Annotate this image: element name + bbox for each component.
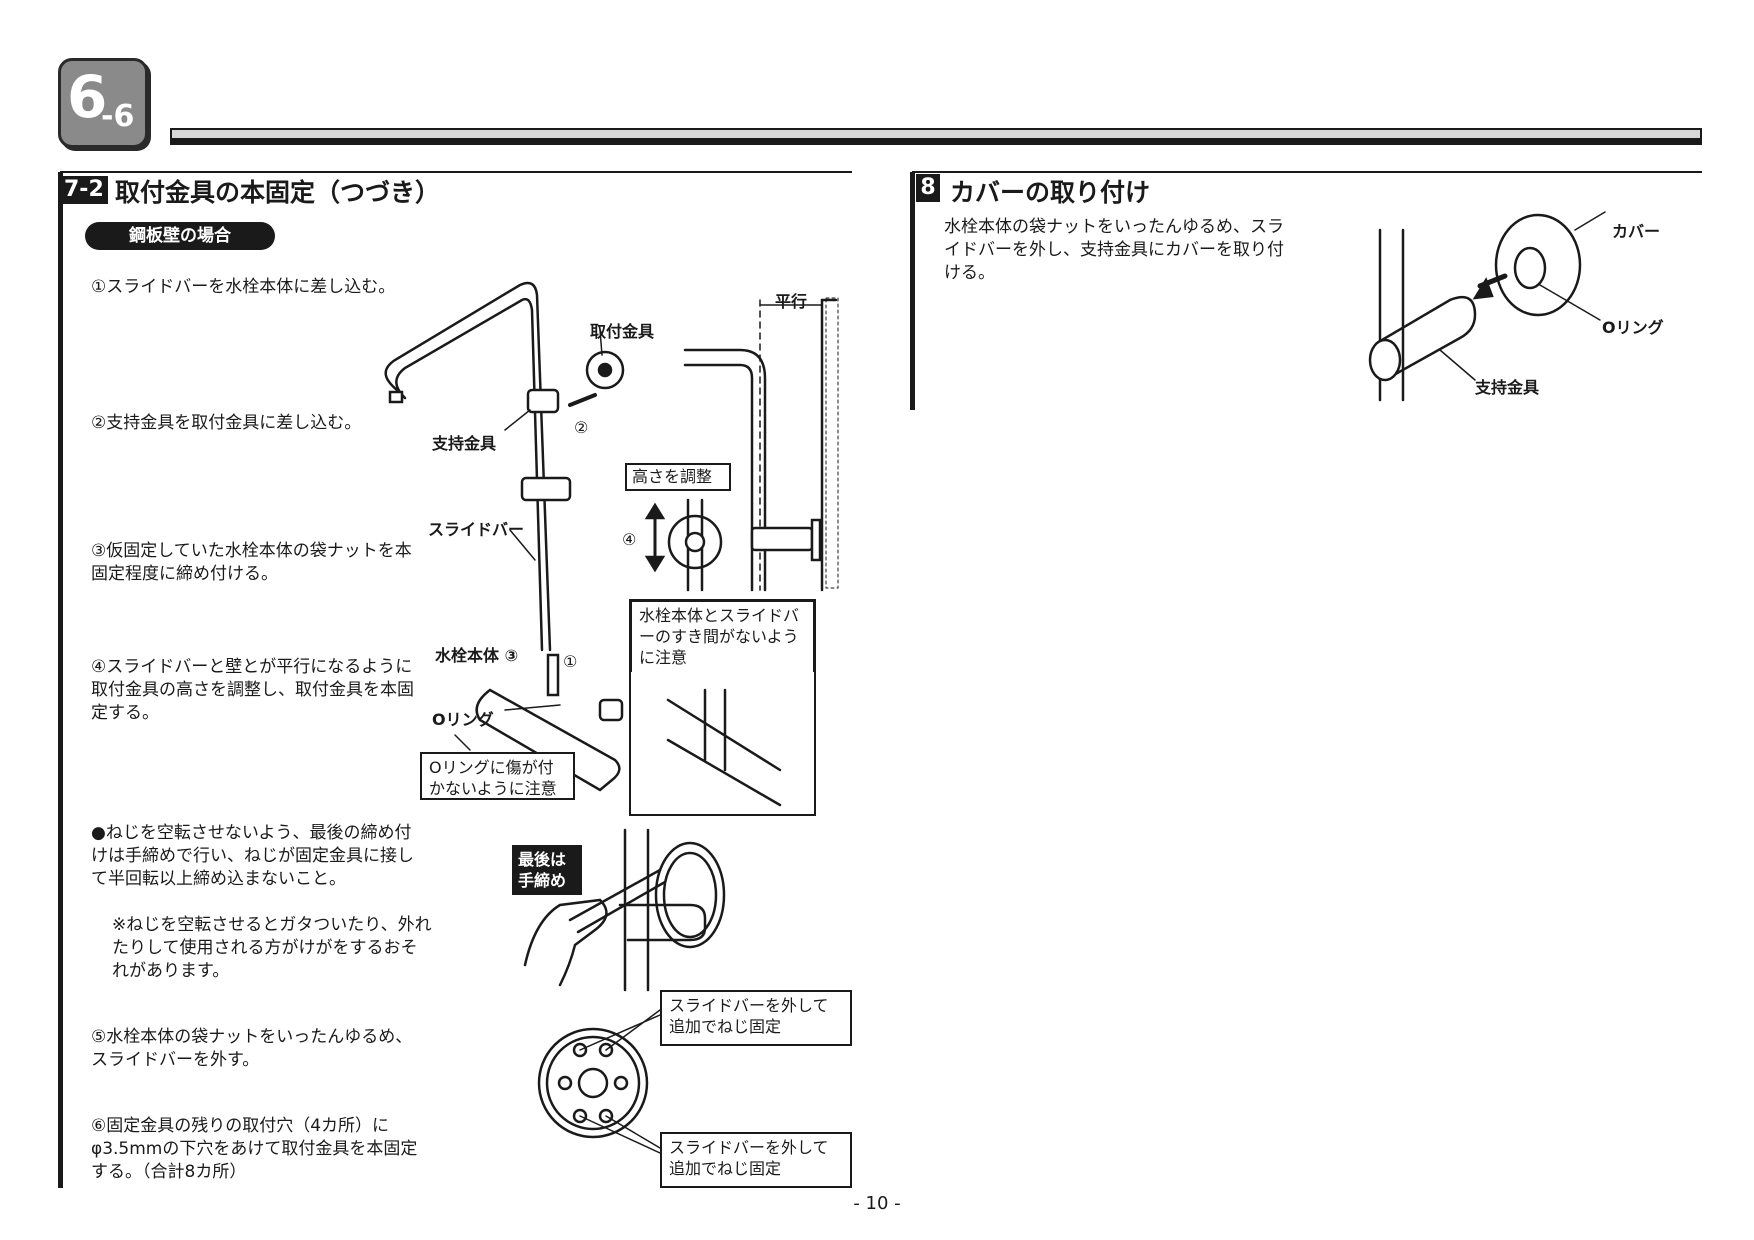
- label-cover: カバー: [1612, 222, 1661, 241]
- shower-rail-drawing: [384, 281, 625, 792]
- label-mount-bracket: 取付金具: [590, 322, 655, 341]
- gap-warning-box: 水栓本体とスライドバーのすき間がないように注意: [630, 600, 815, 672]
- right-title: カバーの取り付け: [950, 178, 1151, 207]
- label-right-support: 支持金具: [1475, 378, 1540, 397]
- label-faucet-body: 水栓本体 ③: [435, 646, 519, 665]
- step-4: ④スライドバーと壁とが平行になるように取付金具の高さを調整し、取付金具を本固定す…: [91, 657, 414, 723]
- right-body: 水栓本体の袋ナットをいったんゆるめ、スライドバーを外し、支持金具にカバーを取り付…: [944, 217, 1284, 283]
- step-5: ⑤水栓本体の袋ナットをいったんゆるめ、スライドバーを外す。: [91, 1027, 413, 1070]
- callout-2: ②: [574, 418, 589, 437]
- oring-warning-box: Oリングに傷が付かないように注意: [420, 752, 575, 800]
- label-slidebar: スライドバー: [428, 520, 525, 539]
- right-column-rule: [910, 172, 915, 410]
- step-6: ⑥固定金具の残りの取付穴（4カ所）にφ3.5mmの下穴をあけて取付金具を本固定す…: [91, 1116, 418, 1182]
- left-column-rule: [58, 172, 63, 1188]
- label-right-oring: Oリング: [1602, 318, 1664, 337]
- hand-tightening-drawing: [523, 828, 726, 992]
- height-adjust-box: 高さを調整: [625, 463, 731, 491]
- hand-tighten-label: 最後は手締め: [512, 845, 582, 895]
- cover-drawing: [1368, 211, 1606, 402]
- callout-1: ①: [563, 652, 578, 671]
- header-bar: [170, 128, 1702, 140]
- left-title: 取付金具の本固定（つづき）: [115, 178, 441, 207]
- step-number-8: 8: [916, 174, 940, 202]
- label-support-bracket: 支持金具: [432, 434, 497, 453]
- section-main-number: 6: [67, 63, 108, 131]
- note-sub: ※ねじを空転させるとガタついたり、外れたりして使用される方がけがをするおそれがあ…: [112, 915, 432, 981]
- subheading-steel-wall: 鋼板壁の場合: [85, 222, 275, 250]
- step-2: ②支持金具を取付金具に差し込む。: [91, 413, 362, 433]
- left-header-rule: [60, 171, 852, 173]
- section-badge: 6 -6: [58, 58, 148, 148]
- right-header-rule: [912, 171, 1702, 173]
- mount-plate-drawing: [537, 1009, 661, 1154]
- label-parallel: 平行: [775, 292, 808, 311]
- step-3: ③仮固定していた水栓本体の袋ナットを本固定程度に締め付ける。: [91, 541, 412, 584]
- label-oring: Oリング: [432, 710, 494, 729]
- step-number-7-2: 7-2: [60, 176, 108, 204]
- wall-side-drawing: [644, 297, 839, 592]
- page-number: - 10 -: [853, 1193, 901, 1214]
- callout-4: ④: [622, 530, 637, 549]
- screw-note-bottom: スライドバーを外して追加でねじ固定: [660, 1132, 852, 1188]
- step-1: ①スライドバーを水栓本体に差し込む。: [91, 277, 396, 297]
- note-main: ●ねじを空転させないよう、最後の締め付けは手締めで行い、ねじが固定金具に接して半…: [91, 823, 414, 889]
- screw-note-top: スライドバーを外して追加でねじ固定: [660, 990, 852, 1046]
- section-sub-number: -6: [101, 99, 135, 134]
